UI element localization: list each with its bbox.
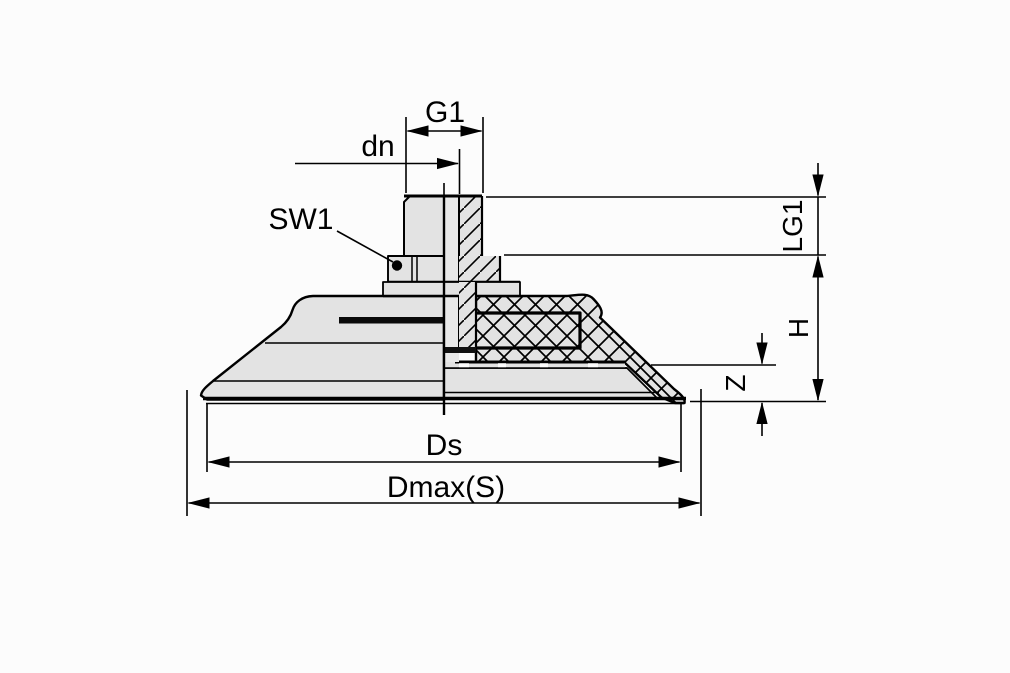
dim-label-lg1: LG1 [777,200,808,253]
groove-band [339,317,444,324]
dimension-labels: G1 dn SW1 LG1 H Z Ds Dmax(S) [268,96,814,504]
dimension-z [651,333,776,436]
fitting-stem-section [444,282,478,353]
clamping-plate [382,281,521,298]
dimensions [186,117,826,516]
dim-label-dmax: Dmax(S) [387,471,505,504]
sw1-leader-line [336,230,394,263]
dimension-dn [295,149,461,194]
dim-label-g1: G1 [425,96,465,129]
sw1-leader-dot [391,260,403,271]
dim-label-dn: dn [361,130,394,163]
insert-plate-section [472,286,582,350]
cup-skirt [443,367,658,399]
dim-label-h: H [783,318,814,338]
dimension-lg1-h [486,163,826,403]
hex-collar [387,255,520,284]
dimension-g1 [405,117,484,193]
dim-label-z: Z [720,374,751,391]
cup-left-view [199,294,446,401]
sealing-lip-ticks [459,363,598,368]
suction-cup-part [199,183,686,415]
bore-column [444,196,459,362]
dim-label-sw1: SW1 [268,203,333,236]
dimension-ds-dmax [186,389,702,516]
dim-label-ds: Ds [426,429,463,462]
